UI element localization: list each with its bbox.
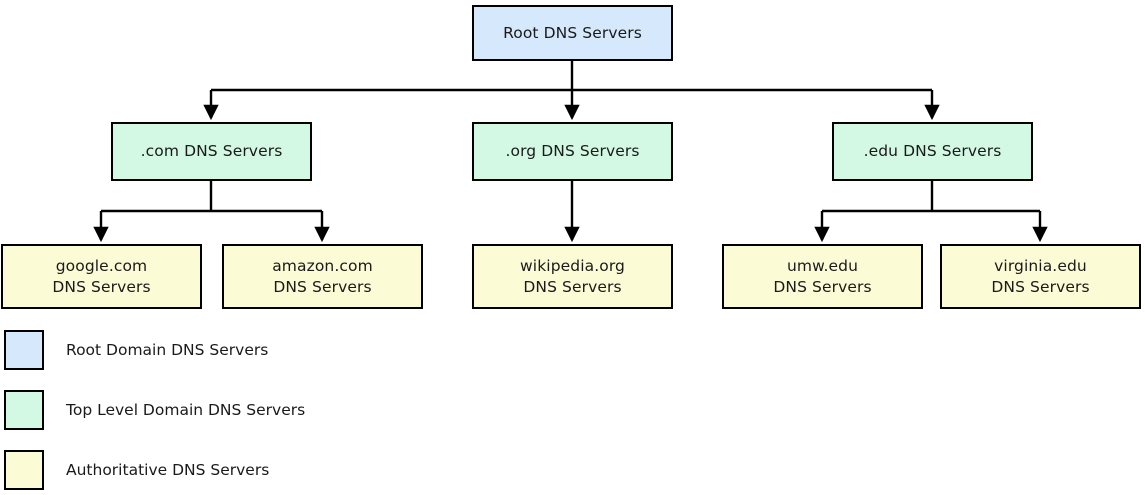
node-edu-dns-servers[interactable]: .edu DNS Servers: [832, 122, 1033, 181]
node-label: .com DNS Servers: [140, 142, 283, 161]
node-virginia-edu-dns-servers[interactable]: virginia.edu DNS Servers: [940, 244, 1141, 309]
node-label: amazon.com DNS Servers: [272, 256, 373, 296]
node-label: .edu DNS Servers: [863, 142, 1002, 161]
node-wikipedia-org-dns-servers[interactable]: wikipedia.org DNS Servers: [472, 244, 673, 309]
legend-label: Top Level Domain DNS Servers: [66, 401, 306, 419]
node-label: google.com DNS Servers: [52, 256, 151, 296]
node-label: virginia.edu DNS Servers: [991, 256, 1090, 296]
legend-item-top-level-domain: Top Level Domain DNS Servers: [4, 390, 305, 430]
legend-label: Authoritative DNS Servers: [66, 461, 270, 479]
node-label: umw.edu DNS Servers: [773, 256, 872, 296]
node-label: .org DNS Servers: [505, 142, 640, 161]
node-label: Root DNS Servers: [503, 23, 642, 42]
node-root-dns-servers[interactable]: Root DNS Servers: [472, 5, 673, 61]
node-org-dns-servers[interactable]: .org DNS Servers: [472, 122, 673, 181]
legend-swatch-tld-icon: [4, 390, 44, 430]
node-com-dns-servers[interactable]: .com DNS Servers: [111, 122, 312, 181]
node-google-com-dns-servers[interactable]: google.com DNS Servers: [1, 244, 202, 309]
legend-item-authoritative: Authoritative DNS Servers: [4, 450, 269, 490]
legend-swatch-authoritative-icon: [4, 450, 44, 490]
legend-label: Root Domain DNS Servers: [66, 341, 269, 359]
node-label: wikipedia.org DNS Servers: [520, 256, 625, 296]
node-amazon-com-dns-servers[interactable]: amazon.com DNS Servers: [222, 244, 423, 309]
legend-item-root-domain: Root Domain DNS Servers: [4, 330, 268, 370]
node-umw-edu-dns-servers[interactable]: umw.edu DNS Servers: [722, 244, 923, 309]
legend-swatch-root-icon: [4, 330, 44, 370]
